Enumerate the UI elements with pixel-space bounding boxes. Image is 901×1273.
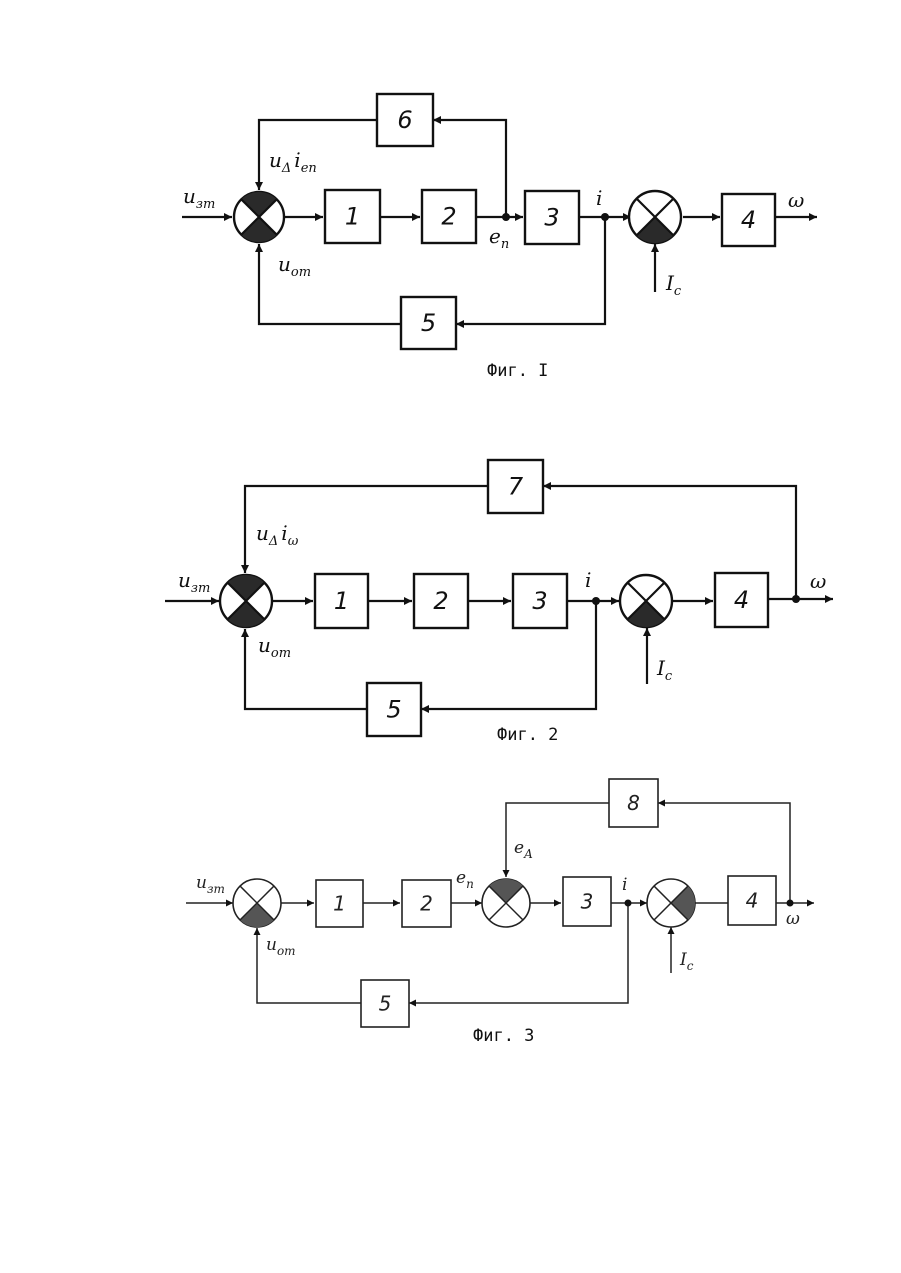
fig2-label-current: i xyxy=(585,568,591,592)
fig2-block-3: 3 xyxy=(513,574,567,628)
fig1-label-ep: eп xyxy=(489,224,509,252)
fig1-block-6-label: 6 xyxy=(397,106,412,134)
fig2-block-1: 1 xyxy=(315,574,368,628)
fig1-summing-junction-main xyxy=(234,192,284,242)
fig1-summing-junction-load xyxy=(629,191,681,243)
fig2-caption: Фиг. 2 xyxy=(497,725,558,745)
fig2-block-5: 5 xyxy=(367,683,421,736)
fig1-label-load: Ic xyxy=(665,271,682,299)
fig1-node-i xyxy=(601,213,609,221)
fig1-label-current: i xyxy=(596,186,602,210)
fig3-node-w xyxy=(787,900,794,907)
fig3-block-5-label: 5 xyxy=(379,992,392,1016)
fig1-block-3-label: 3 xyxy=(544,204,559,232)
fig3-label-ed: eA xyxy=(514,838,533,861)
fig2-block-7-label: 7 xyxy=(508,473,524,501)
fig3-label-current: i xyxy=(622,875,627,895)
fig3-block-8: 8 xyxy=(609,779,658,827)
fig2-block-2-label: 2 xyxy=(433,587,448,615)
figure-1: 1 2 3 4 5 6 uзт uΔieп uот eп i Ic ω Фиг.… xyxy=(182,94,817,381)
fig3-block-2: 2 xyxy=(402,880,451,927)
fig1-block-6: 6 xyxy=(377,94,433,146)
fig1-block-2-label: 2 xyxy=(441,203,456,231)
fig3-label-input: uзт xyxy=(196,873,225,896)
fig3-summing-junction-main xyxy=(233,879,281,927)
fig3-summing-junction-load xyxy=(647,879,695,927)
fig3-caption: Фиг. 3 xyxy=(473,1026,534,1046)
fig1-block-3: 3 xyxy=(525,191,579,244)
fig2-block-1-label: 1 xyxy=(334,587,349,615)
fig2-block-4: 4 xyxy=(715,573,768,627)
figure-2: 1 2 3 4 5 7 uзт uΔiω uот i Ic ω Фиг. 2 xyxy=(165,460,833,745)
fig3-label-ep: eп xyxy=(456,868,474,891)
fig1-block-1-label: 1 xyxy=(345,203,360,231)
fig3-label-fb: uот xyxy=(266,935,296,958)
fig2-summing-junction-load xyxy=(620,575,672,627)
fig2-block-2: 2 xyxy=(414,574,468,628)
fig3-block-4: 4 xyxy=(728,876,776,925)
fig1-label-output: ω xyxy=(788,188,804,212)
fig2-block-4-label: 4 xyxy=(734,586,749,614)
fig3-block-4-label: 4 xyxy=(746,889,759,913)
fig2-block-3-label: 3 xyxy=(532,587,547,615)
fig2-block-7: 7 xyxy=(488,460,543,513)
fig1-block-5-label: 5 xyxy=(421,309,436,337)
fig3-block-8-label: 8 xyxy=(627,791,640,815)
fig2-label-input: uзт xyxy=(178,568,210,596)
fig1-block-4: 4 xyxy=(722,194,775,246)
fig1-block-2: 2 xyxy=(422,190,476,243)
fig3-block-3: 3 xyxy=(563,877,611,926)
fig1-block-5: 5 xyxy=(401,297,456,349)
fig3-block-1: 1 xyxy=(316,880,363,927)
fig2-label-load: Ic xyxy=(656,656,673,684)
fig3-block-2-label: 2 xyxy=(420,892,433,916)
fig1-label-input: uзт xyxy=(183,184,215,212)
fig3-block-1-label: 1 xyxy=(333,892,346,916)
fig3-label-output: ω xyxy=(786,909,800,929)
fig3-label-load: Ic xyxy=(679,950,694,973)
fig1-block-4-label: 4 xyxy=(741,206,756,234)
fig2-label-fb: uот xyxy=(258,633,291,661)
figure-3: 1 2 3 4 5 8 uзт uот eп eA i Ic ω Фиг. 3 xyxy=(186,779,814,1046)
fig1-node-ep xyxy=(502,213,510,221)
fig2-label-output: ω xyxy=(810,569,826,593)
fig2-label-top: uΔiω xyxy=(256,521,299,549)
fig3-summing-junction-mid xyxy=(482,879,530,927)
fig1-label-fb: uот xyxy=(278,252,311,280)
fig3-node-i xyxy=(625,900,632,907)
fig1-label-top: uΔieп xyxy=(269,148,317,176)
fig2-node-w xyxy=(792,595,800,603)
fig1-caption: Фиг. I xyxy=(487,361,548,381)
fig3-block-5: 5 xyxy=(361,980,409,1027)
fig1-block-1: 1 xyxy=(325,190,380,243)
fig3-block-3-label: 3 xyxy=(581,890,594,914)
fig2-block-5-label: 5 xyxy=(386,696,401,724)
fig2-summing-junction-main xyxy=(220,575,272,627)
fig2-node-i xyxy=(592,597,600,605)
